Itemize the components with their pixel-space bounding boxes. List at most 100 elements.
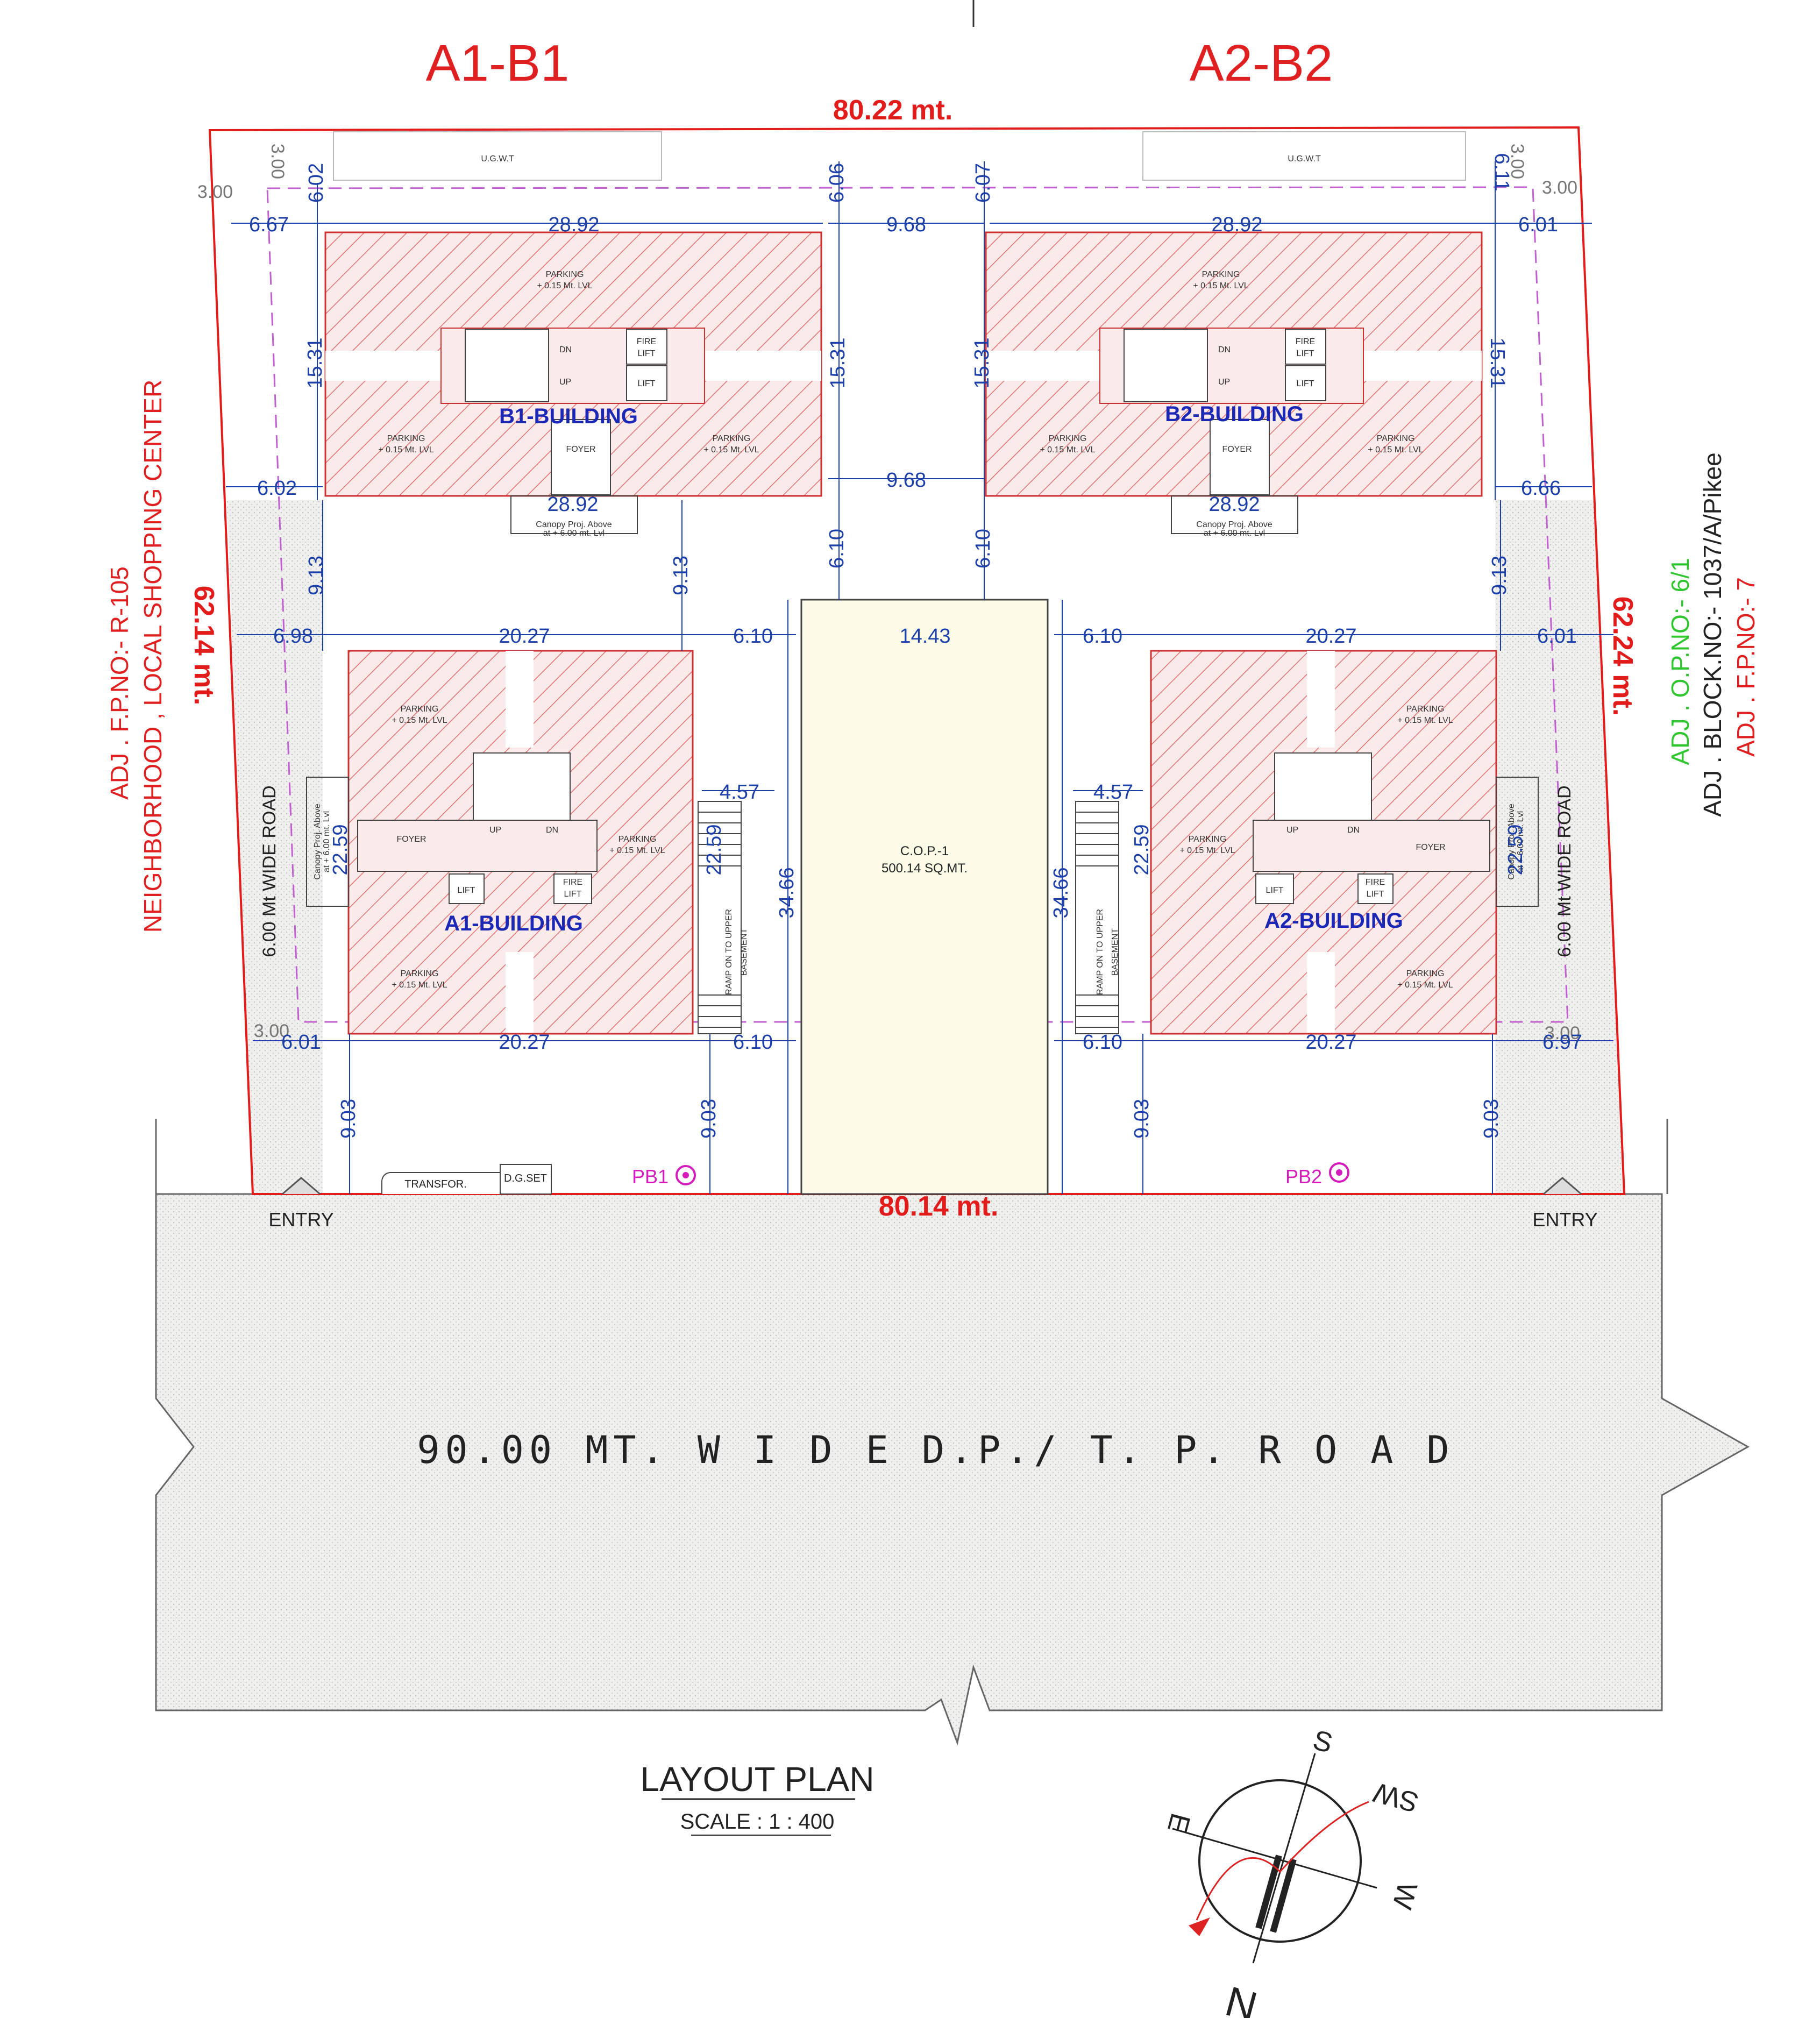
- dimension-lines: [226, 161, 1613, 1194]
- svg-text:+ 0.15 Mt. LVL: + 0.15 Mt. LVL: [1397, 980, 1453, 990]
- svg-text:20.27: 20.27: [499, 1031, 550, 1054]
- entry-right: ENTRY: [1532, 1177, 1598, 1231]
- svg-text:+ 0.15 Mt. LVL: + 0.15 Mt. LVL: [609, 846, 665, 855]
- svg-text:9.03: 9.03: [698, 1099, 720, 1139]
- svg-text:6.02: 6.02: [257, 477, 297, 500]
- adj-right-line2: ADJ . BLOCK.NO:- 1037/A/Pikee: [1698, 452, 1726, 817]
- pb2-marker: PB2: [1285, 1162, 1349, 1188]
- svg-text:FIRE: FIRE: [637, 337, 656, 346]
- svg-text:at + 6.00 mt. Lvl: at + 6.00 mt. Lvl: [1204, 529, 1265, 538]
- svg-text:15.31: 15.31: [304, 337, 326, 388]
- svg-text:6.98: 6.98: [273, 625, 313, 648]
- svg-text:6.10: 6.10: [972, 529, 994, 569]
- svg-text:SW: SW: [1370, 1777, 1422, 1818]
- header-right: A2-B2: [1190, 34, 1333, 92]
- svg-text:9.68: 9.68: [886, 469, 926, 492]
- svg-text:PARKING: PARKING: [618, 835, 657, 844]
- boundary-right-dim: 62.24 mt.: [1607, 596, 1638, 716]
- svg-text:+ 0.15 Mt. LVL: + 0.15 Mt. LVL: [1397, 716, 1453, 725]
- svg-text:at + 6.00 mt. Lvl: at + 6.00 mt. Lvl: [1516, 811, 1525, 872]
- svg-text:6.10: 6.10: [733, 1031, 773, 1054]
- adj-right-line1: ADJ . O.P.NO:- 6/1: [1666, 558, 1694, 765]
- svg-text:DN: DN: [1347, 826, 1360, 835]
- ugwt-left: U.G.W.T: [333, 131, 662, 181]
- svg-text:W: W: [1386, 1879, 1423, 1912]
- svg-text:20.27: 20.27: [1305, 625, 1356, 648]
- svg-text:PARKING: PARKING: [546, 270, 584, 279]
- svg-text:BASEMENT: BASEMENT: [1111, 928, 1120, 976]
- svg-text:FOYER: FOYER: [1222, 445, 1252, 454]
- svg-text:6.06: 6.06: [826, 163, 848, 203]
- svg-text:28.92: 28.92: [1211, 214, 1262, 236]
- adj-right-line3: ADJ . F.P.NO:- 7: [1732, 577, 1760, 757]
- svg-text:4.57: 4.57: [720, 781, 759, 804]
- svg-text:at + 6.00 mt. Lvl: at + 6.00 mt. Lvl: [322, 811, 331, 872]
- svg-text:at + 6.00 mt. Lvl: at + 6.00 mt. Lvl: [543, 529, 605, 538]
- title-block: LAYOUT PLAN SCALE : 1 : 400: [640, 1760, 875, 1836]
- svg-text:ENTRY: ENTRY: [268, 1209, 333, 1231]
- svg-text:9.03: 9.03: [1131, 1099, 1153, 1139]
- svg-text:FIRE: FIRE: [1296, 337, 1315, 346]
- building-a1: A1-BUILDING PARKING + 0.15 Mt. LVL PARKI…: [306, 650, 694, 1035]
- cop-area-value: 500.14 SQ.MT.: [881, 861, 968, 876]
- a2-name: A2-BUILDING: [1264, 909, 1403, 933]
- svg-text:3.00: 3.00: [1545, 1023, 1580, 1043]
- svg-text:LIFT: LIFT: [1266, 886, 1284, 895]
- plan-scale: SCALE : 1 : 400: [680, 1810, 835, 1834]
- svg-text:FOYER: FOYER: [1416, 843, 1445, 852]
- cop-area: C.O.P.-1 500.14 SQ.MT.: [800, 599, 1049, 1195]
- svg-text:+ 0.15 Mt. LVL: + 0.15 Mt. LVL: [378, 445, 433, 454]
- svg-text:PARKING: PARKING: [1406, 969, 1445, 978]
- svg-text:UP: UP: [559, 378, 571, 387]
- svg-text:+ 0.15 Mt. LVL: + 0.15 Mt. LVL: [703, 445, 759, 454]
- dimension-labels: 3.00 3.00 3.00 3.00 3.00 3.00 6.02 6.06 …: [197, 144, 1582, 1139]
- svg-text:3.00: 3.00: [1507, 144, 1527, 179]
- svg-text:14.43: 14.43: [899, 625, 950, 648]
- svg-text:22.59: 22.59: [1504, 824, 1527, 875]
- svg-text:PARKING: PARKING: [1406, 705, 1445, 714]
- main-road: 90.00 MT. W I D E D.P./ T. P. R O A D: [155, 1119, 1750, 1746]
- svg-text:Canopy Proj. Above: Canopy Proj. Above: [536, 520, 612, 529]
- adjacent-left: ADJ . F.P.NO:- R-105 NEIGHBORHOOD , LOCA…: [105, 380, 167, 933]
- svg-text:6.11: 6.11: [1490, 153, 1513, 191]
- svg-text:3.00: 3.00: [267, 144, 288, 179]
- svg-text:6.97: 6.97: [1542, 1031, 1582, 1054]
- transformer: TRANSFOR. D.G.SET: [381, 1164, 552, 1195]
- entry-left: ENTRY: [268, 1177, 334, 1231]
- main-road-label: 90.00 MT. W I D E D.P./ T. P. R O A D: [417, 1428, 1454, 1472]
- svg-text:20.27: 20.27: [1305, 1031, 1356, 1054]
- side-road-left-area: [227, 500, 323, 1194]
- svg-text:+ 0.15 Mt. LVL: + 0.15 Mt. LVL: [537, 281, 592, 290]
- svg-text:9.13: 9.13: [305, 556, 328, 595]
- svg-text:FIRE: FIRE: [563, 878, 582, 887]
- compass-icon: S E W N SW: [1161, 1724, 1423, 2018]
- svg-text:28.92: 28.92: [1208, 493, 1260, 516]
- ramp-left: RAMP ON TO UPPER BASEMENT: [698, 801, 749, 1034]
- svg-text:3.00: 3.00: [197, 182, 233, 202]
- adjacent-right: ADJ . O.P.NO:- 6/1 ADJ . BLOCK.NO:- 1037…: [1666, 452, 1760, 817]
- adj-left-line1: ADJ . F.P.NO:- R-105: [105, 566, 133, 800]
- svg-text:DN: DN: [546, 826, 558, 835]
- adj-left-line2: NEIGHBORHOOD , LOCAL SHOPPING CENTER: [139, 380, 167, 933]
- svg-text:9.68: 9.68: [886, 214, 926, 236]
- svg-text:34.66: 34.66: [1050, 867, 1072, 918]
- pb1-marker: PB1: [632, 1165, 696, 1188]
- svg-text:E: E: [1161, 1810, 1196, 1836]
- svg-text:PB2: PB2: [1285, 1166, 1322, 1188]
- svg-text:9.13: 9.13: [1488, 556, 1511, 595]
- svg-text:+ 0.15 Mt. LVL: + 0.15 Mt. LVL: [1368, 445, 1423, 454]
- svg-text:PARKING: PARKING: [387, 434, 425, 443]
- svg-text:PB1: PB1: [632, 1166, 669, 1188]
- svg-text:U.G.W.T: U.G.W.T: [1288, 154, 1321, 164]
- svg-text:BASEMENT: BASEMENT: [740, 928, 749, 976]
- boundary-bottom-dim: 80.14 mt.: [879, 1191, 999, 1222]
- svg-text:3.00: 3.00: [254, 1021, 289, 1041]
- svg-text:+ 0.15 Mt. LVL: + 0.15 Mt. LVL: [1040, 445, 1095, 454]
- svg-text:FIRE: FIRE: [1366, 878, 1385, 887]
- plan-title: LAYOUT PLAN: [640, 1760, 874, 1799]
- svg-text:UP: UP: [489, 826, 501, 835]
- side-road-right-label: 6.00 Mt WIDE ROAD: [1554, 785, 1575, 957]
- svg-text:TRANSFOR.: TRANSFOR.: [404, 1178, 467, 1190]
- svg-text:6.10: 6.10: [733, 625, 773, 648]
